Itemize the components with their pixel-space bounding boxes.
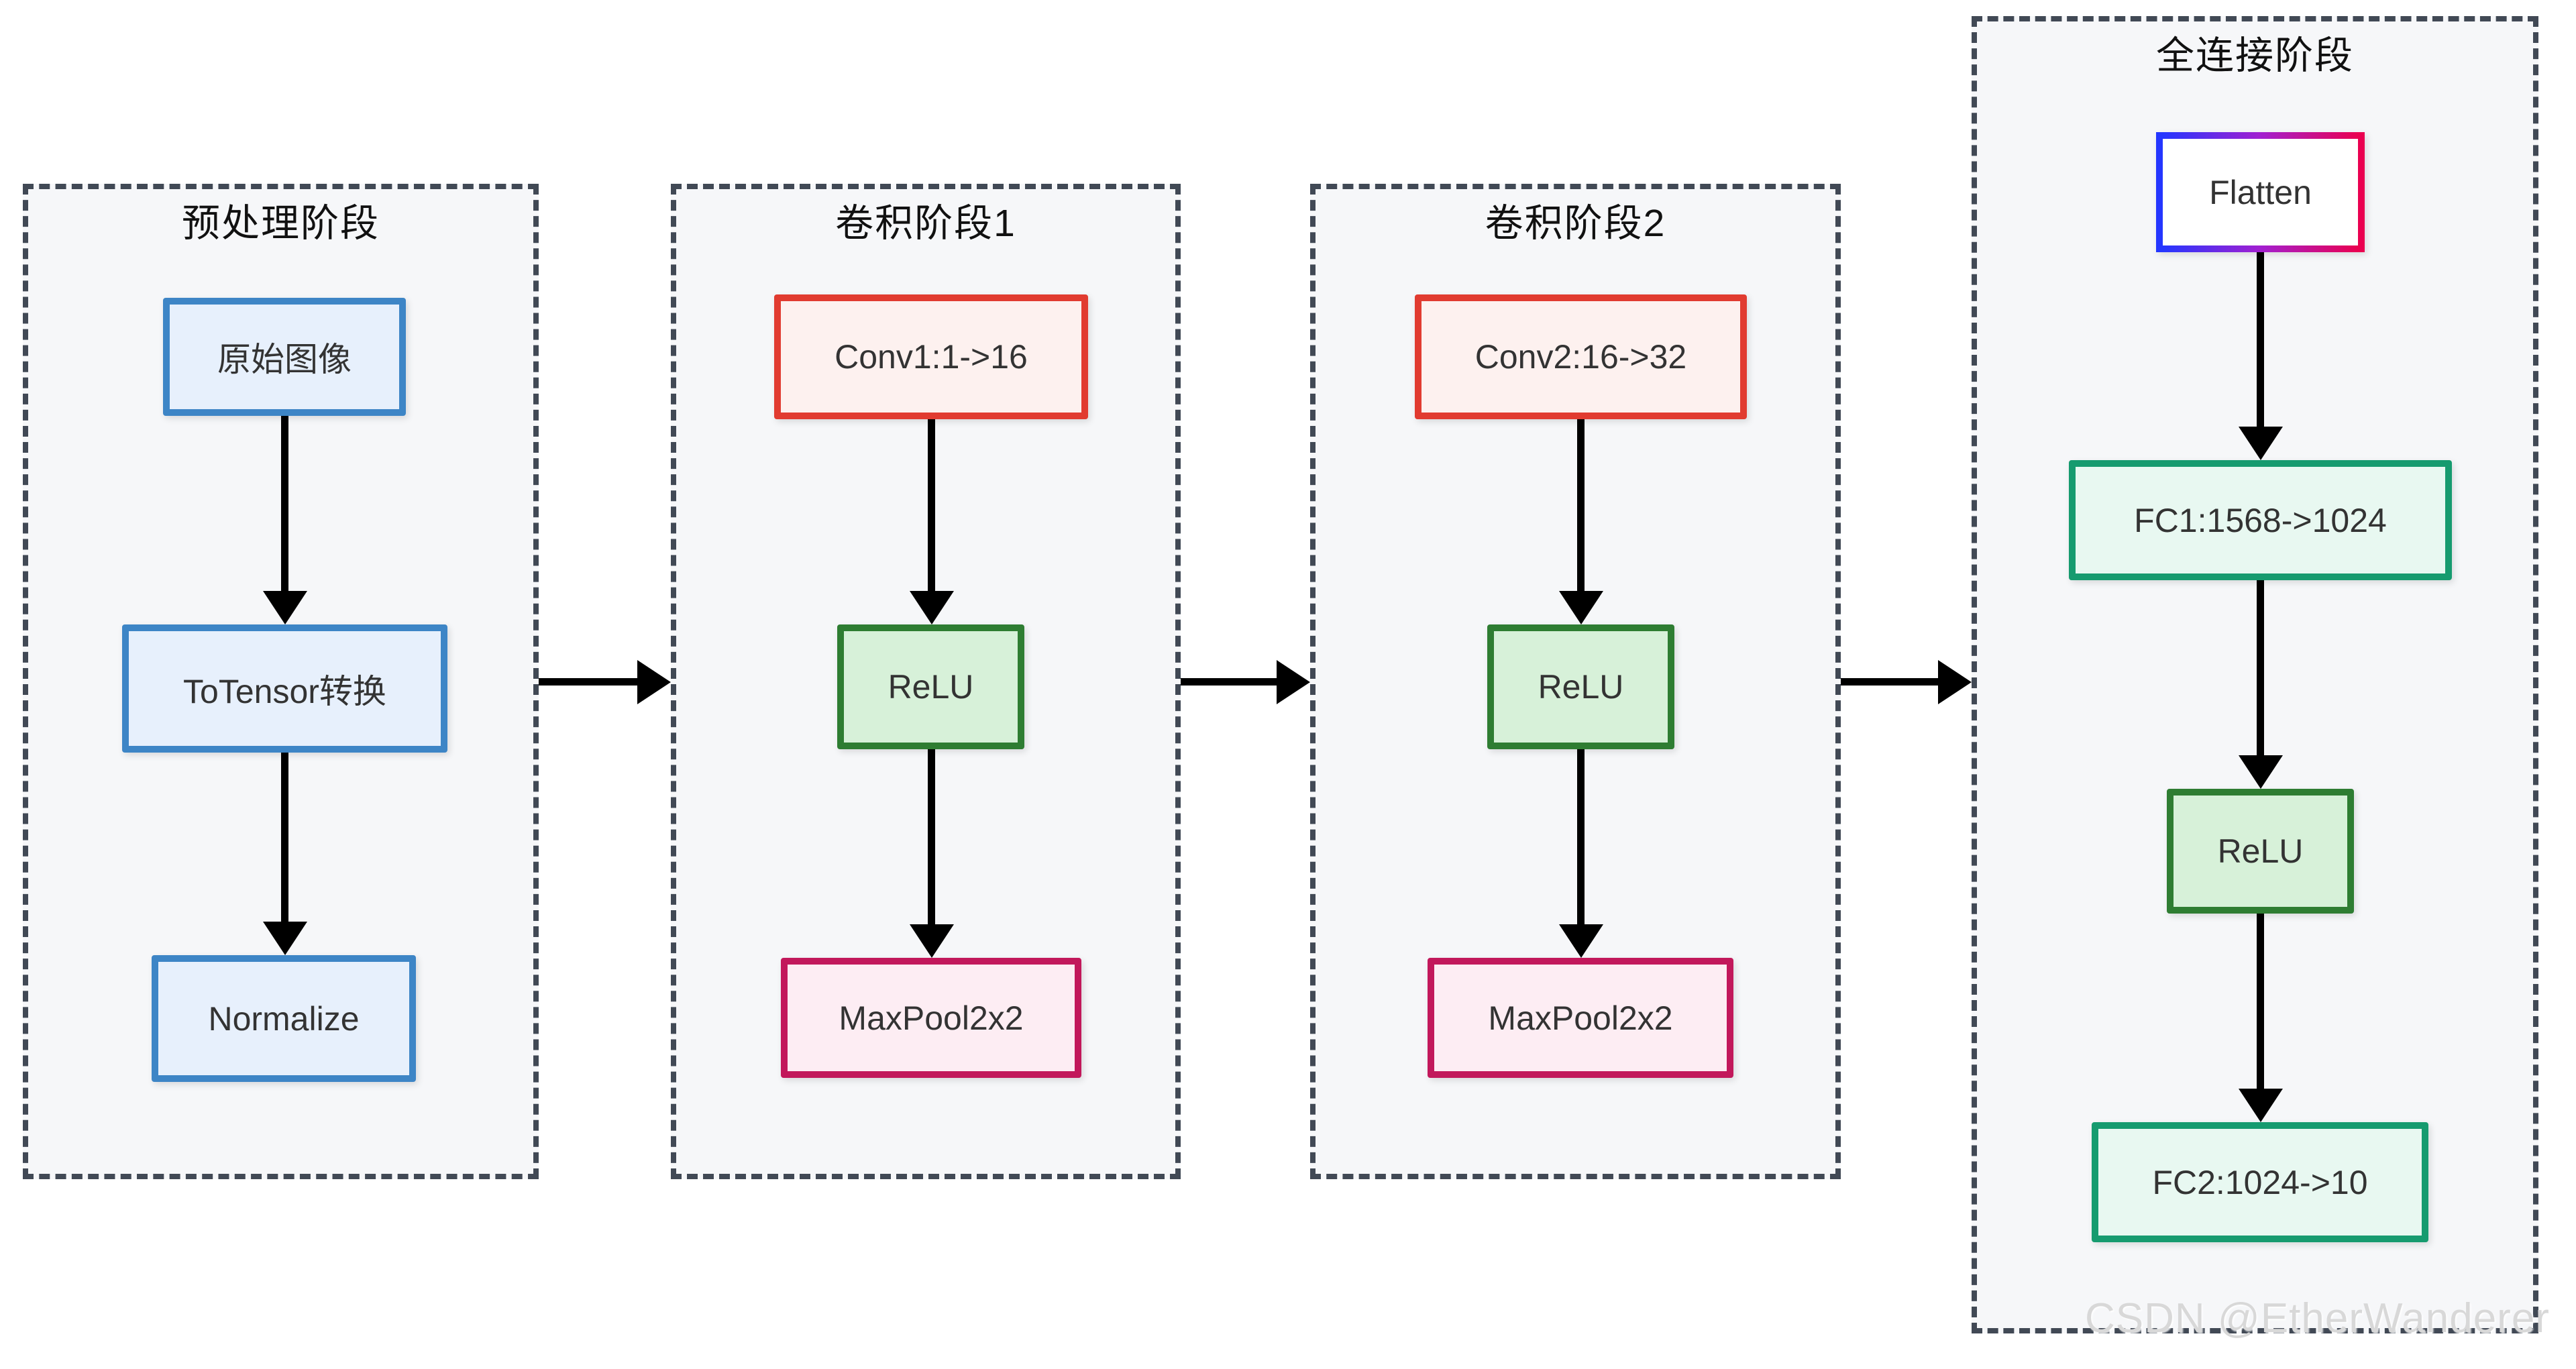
- node-label: MaxPool2x2: [1488, 999, 1673, 1037]
- node-fc1: FC1:1568->1024: [2069, 460, 2452, 580]
- node-conv2: Conv2:16->32: [1415, 294, 1747, 419]
- node-label: Normalize: [208, 999, 360, 1038]
- node-normalize: Normalize: [152, 955, 416, 1082]
- arrow-right: [1181, 678, 1277, 686]
- arrow-down: [2257, 580, 2264, 755]
- stage-title-fc: 全连接阶段: [2156, 34, 2354, 77]
- arrow-down: [1577, 749, 1585, 924]
- node-label: ReLU: [888, 668, 974, 706]
- node-label: FC1:1568->1024: [2134, 501, 2387, 539]
- arrow-down: [928, 419, 935, 591]
- node-label: MaxPool2x2: [839, 999, 1024, 1037]
- stage-panel-fc: 全连接阶段 Flatten FC1:1568->1024 ReLU FC2:10…: [1972, 16, 2538, 1333]
- arrow-down: [2257, 914, 2264, 1089]
- node-maxpool-1: MaxPool2x2: [781, 958, 1081, 1078]
- node-label: ToTensor转换: [183, 672, 386, 710]
- node-fc2: FC2:1024->10: [2092, 1122, 2428, 1242]
- node-maxpool-2: MaxPool2x2: [1428, 958, 1733, 1078]
- stage-title-conv2: 卷积阶段2: [1485, 202, 1666, 245]
- arrow-down: [928, 749, 935, 924]
- stage-title-conv1: 卷积阶段1: [835, 202, 1016, 245]
- node-conv1: Conv1:1->16: [774, 294, 1088, 419]
- node-label: ReLU: [2217, 832, 2304, 870]
- node-totensor: ToTensor转换: [122, 624, 447, 753]
- node-label: FC2:1024->10: [2152, 1163, 2368, 1201]
- arrow-down: [281, 753, 288, 922]
- node-relu-3: ReLU: [2167, 789, 2354, 914]
- stage-title-preprocessing: 预处理阶段: [182, 202, 380, 245]
- watermark-text: CSDN @EtherWanderer: [2085, 1295, 2550, 1341]
- node-label: 原始图像: [217, 341, 352, 378]
- node-label: Conv1:1->16: [835, 338, 1028, 376]
- arrow-right: [1841, 678, 1938, 686]
- node-label: ReLU: [1538, 668, 1624, 706]
- arrow-down: [2257, 252, 2264, 427]
- node-relu-2: ReLU: [1487, 624, 1674, 749]
- stage-panel-conv2: 卷积阶段2 Conv2:16->32 ReLU MaxPool2x2: [1310, 184, 1841, 1179]
- arrow-down: [1577, 419, 1585, 591]
- node-relu-1: ReLU: [837, 624, 1024, 749]
- node-label: Flatten: [2209, 173, 2312, 211]
- node-flatten: Flatten: [2156, 132, 2365, 252]
- stage-panel-conv1: 卷积阶段1 Conv1:1->16 ReLU MaxPool2x2: [671, 184, 1181, 1179]
- arrow-right: [539, 678, 637, 686]
- node-raw-image: 原始图像: [163, 298, 406, 416]
- node-label: Conv2:16->32: [1474, 338, 1687, 376]
- arrow-down: [281, 416, 288, 591]
- stage-panel-preprocessing: 预处理阶段 原始图像 ToTensor转换 Normalize: [23, 184, 539, 1179]
